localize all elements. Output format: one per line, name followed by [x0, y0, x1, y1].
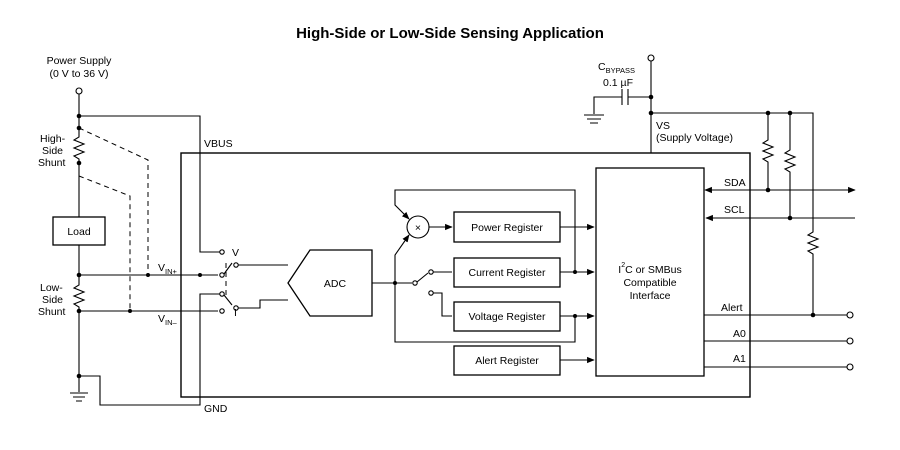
interface-label-line3: Interface	[630, 290, 671, 302]
vin-minus-label: VIN–	[158, 313, 178, 327]
load-box	[52, 216, 106, 246]
power-register-label: Power Register	[471, 222, 543, 234]
svg-text:Side: Side	[42, 145, 63, 157]
high-side-shunt-resistor	[72, 128, 86, 163]
power-supply-label: Power Supply (0 V to 36 V)	[47, 55, 113, 80]
adc-label: ADC	[324, 278, 347, 290]
vin-plus-label: VIN+	[158, 262, 178, 276]
gnd-pin-label: GND	[204, 403, 228, 415]
mux-i-label: I	[234, 307, 237, 319]
ground-symbol-left	[70, 392, 88, 402]
alert-terminal	[846, 311, 854, 319]
alert-pin-label: Alert	[721, 302, 743, 314]
svg-text:(0 V to 36 V): (0 V to 36 V)	[50, 68, 109, 80]
vs-pin-label: VS	[656, 120, 670, 132]
voltage-register-label: Voltage Register	[468, 311, 546, 323]
svg-text:Shunt: Shunt	[38, 157, 66, 169]
sda-pin-label: SDA	[724, 177, 746, 189]
multiplier-symbol: ×	[415, 222, 421, 234]
interface-block	[595, 167, 705, 377]
a0-terminal	[846, 337, 854, 345]
a1-terminal	[846, 363, 854, 371]
mux-v-label: V	[232, 247, 239, 259]
ic-outline	[180, 152, 751, 398]
a0-pin-label: A0	[733, 328, 746, 340]
load-label: Load	[67, 226, 91, 238]
a1-pin-label: A1	[733, 353, 746, 365]
svg-text:Shunt: Shunt	[38, 306, 66, 318]
diagram-title: High-Side or Low-Side Sensing Applicatio…	[296, 25, 604, 42]
bypass-cap-value: 0.1 µF	[603, 77, 633, 89]
alert-register-box	[453, 345, 561, 376]
vs-terminal	[647, 54, 655, 62]
input-mux	[219, 249, 288, 314]
bypass-cap-label: CBYPASS	[598, 61, 635, 75]
low-side-shunt-resistor	[72, 275, 86, 311]
output-mux	[412, 269, 452, 317]
svg-text:Power Supply: Power Supply	[47, 55, 113, 67]
bypass-capacitor	[584, 89, 651, 124]
interface-label-line1: I2C or SMBus	[618, 262, 681, 276]
pullup-resistor-alert	[806, 225, 820, 315]
current-register-label: Current Register	[468, 267, 546, 279]
svg-text:Low-: Low-	[40, 282, 63, 294]
svg-text:Side: Side	[42, 294, 63, 306]
pullup-resistor-scl	[783, 113, 797, 218]
vbus-pin-label: VBUS	[204, 138, 233, 150]
alert-register-label: Alert Register	[475, 355, 539, 367]
interface-label-line2: Compatible	[623, 277, 676, 289]
scl-pin-label: SCL	[724, 204, 745, 216]
high-side-shunt-label: High- Side Shunt	[38, 133, 66, 169]
power-supply-terminal	[75, 87, 83, 95]
svg-text:High-: High-	[40, 133, 66, 145]
pullup-resistor-sda	[761, 113, 775, 190]
low-side-shunt-label: Low- Side Shunt	[38, 282, 66, 318]
vs-desc: (Supply Voltage)	[656, 132, 733, 144]
